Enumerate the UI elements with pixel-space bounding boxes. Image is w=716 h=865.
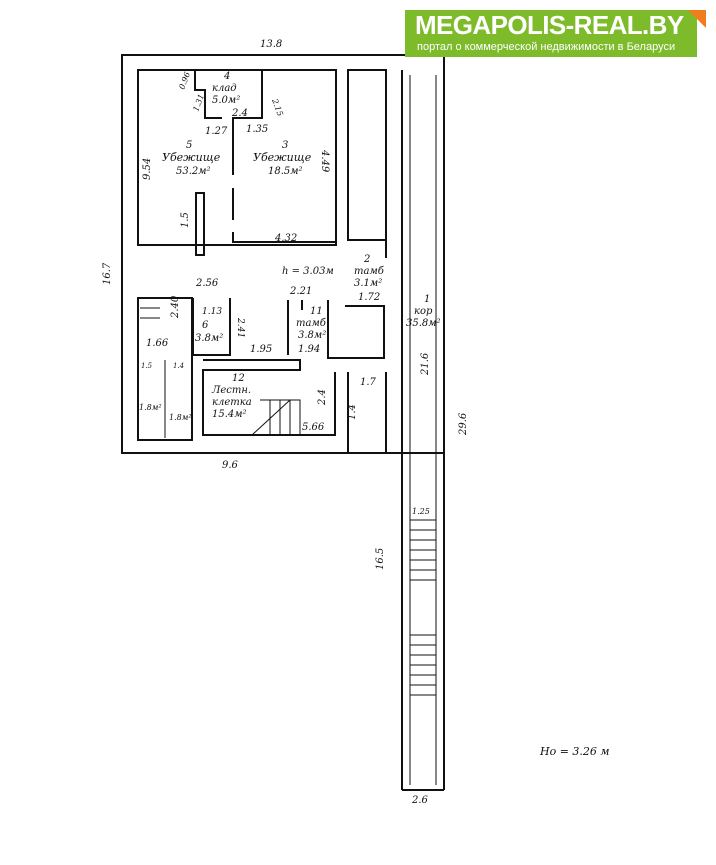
dim-label: 1.95 [250,344,272,355]
dim-label: 5.66 [302,422,325,433]
room-number: 3 [282,140,288,151]
dim-label: 1.5 [141,362,153,370]
base-height: Но = 3.26 м [539,745,610,758]
logo-title: MEGAPOLIS-REAL.BY [415,10,684,40]
room-name: тамб [354,266,385,277]
logo-corner-fold [688,10,706,28]
room-labels: 4 клад 5.0м² 5 Убежище 53.2м² 3 Убежище … [139,71,441,422]
room-area: 18.5м² [268,166,303,177]
height-note: h = 3.03м [282,266,334,277]
dim-corridor-inner: 21.6 [420,352,431,376]
dim-label: 1.35 [246,124,268,135]
dim-left: 16.7 [102,262,113,285]
dim-stair-run: 16.5 [375,548,386,570]
dim-label: 1.27 [205,126,228,137]
room-area: 5.0м² [212,95,240,106]
logo-subtitle: портал о коммерческой недвижимости в Бел… [417,41,676,53]
room-name: тамб [296,318,327,329]
dim-label: 2.56 [195,278,219,289]
dim-label: 1.66 [146,338,169,349]
dim-label: 4.32 [274,233,297,244]
room-number: 4 [223,71,230,82]
dim-label: 2.4 [317,389,328,406]
room-number: 5 [186,140,192,151]
dim-label: 1.13 [202,307,222,317]
dim-right-outer: 29.6 [458,412,469,436]
dim-label: 1.4 [173,362,184,370]
dim-label: 1.7 [360,377,377,388]
walls [121,54,445,791]
room-name: Лестн. [211,385,251,396]
room-number: 2 [363,254,370,265]
room-area: 1.8м² [169,413,192,422]
room-number: 12 [232,373,245,384]
room-area: 35.8м² [406,318,441,329]
dim-label: 2.15 [270,97,285,118]
dimension-labels: 13.8 16.7 9.6 29.6 21.6 16.5 2.6 0.96 1.… [102,39,610,806]
room-name: Убежище [253,151,312,164]
room-name: кор [414,306,433,317]
room-number: 11 [310,306,323,317]
room-area: 3.1м² [354,278,382,289]
room-area: 53.2м² [176,166,211,177]
room-number: 6 [202,320,209,331]
room-name: клад [212,83,237,94]
room-area: 3.8м² [298,330,326,341]
dim-label: 2.4 [231,108,248,119]
dim-label: 1.4 [347,404,358,420]
dim-label: 4.49 [319,149,330,173]
room-name: Убежище [162,151,221,164]
site-logo[interactable]: MEGAPOLIS-REAL.BY портал о коммерческой … [405,10,706,57]
room-area: 3.8м² [195,333,223,344]
room-area: 15.4м² [212,409,247,420]
room-name: клетка [212,397,252,408]
dim-label: 1.25 [412,507,430,516]
dim-label: 2.40 [170,295,181,319]
dim-label: 1.94 [298,344,320,355]
dim-top: 13.8 [260,39,282,50]
dim-label: 1.5 [180,212,191,228]
dim-label: 0.96 [177,71,192,91]
dim-corridor-width: 2.6 [411,795,429,806]
room-number: 1 [424,294,430,305]
dim-label: 2.41 [235,317,245,338]
dim-label: 1.31 [191,93,206,113]
dim-label: 1.72 [358,292,380,303]
dim-label: 2.21 [289,286,312,297]
room-area: 1.8м² [139,403,162,412]
dim-label: 9.54 [142,158,153,180]
dim-bottom: 9.6 [222,460,239,471]
